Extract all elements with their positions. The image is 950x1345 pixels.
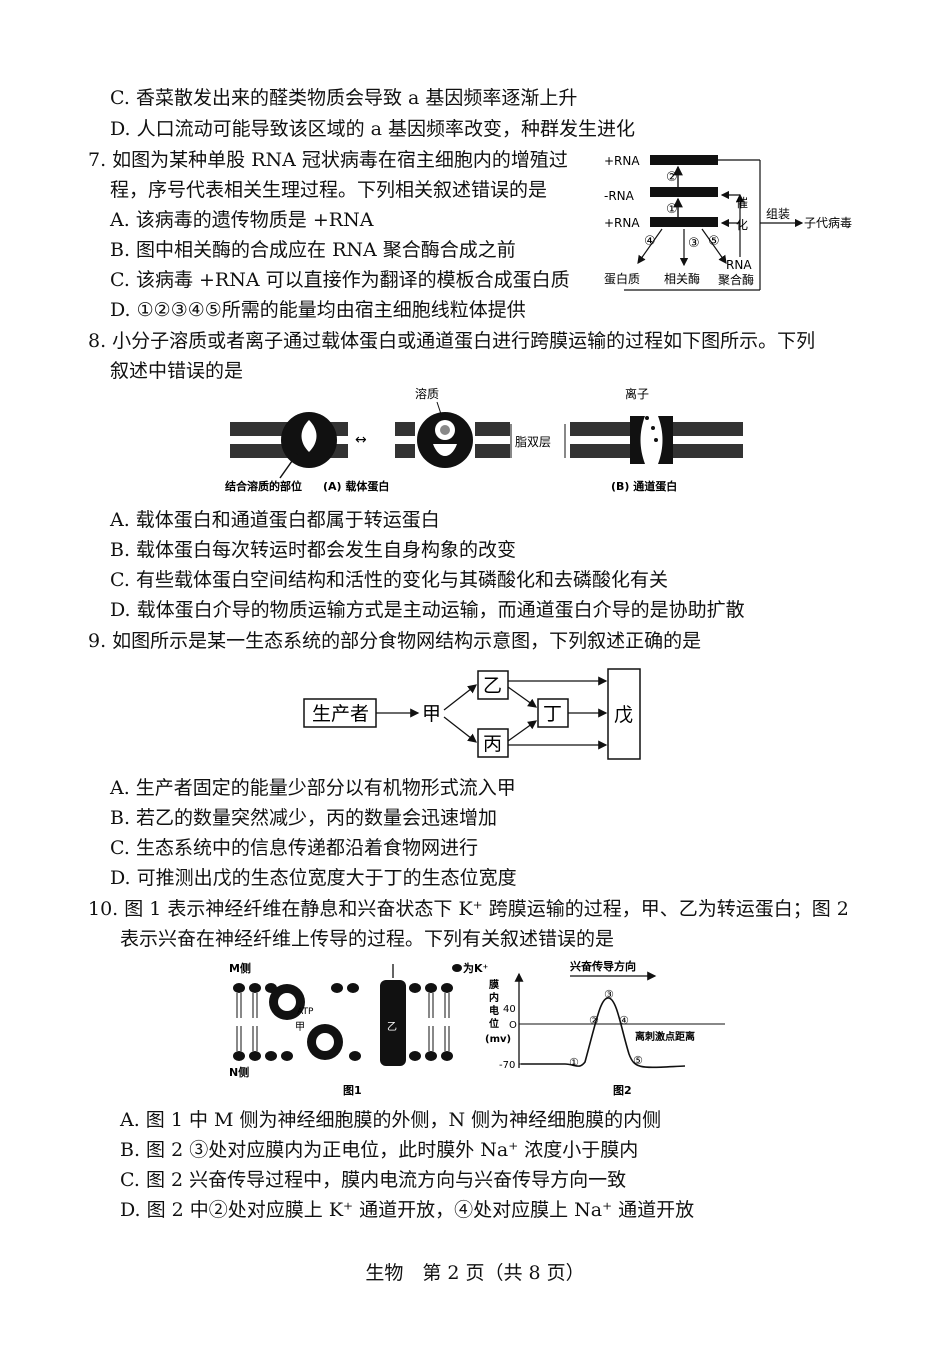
caption-b: (B) 通道蛋白 <box>611 479 677 493</box>
yi-label: 乙 <box>387 1021 397 1033</box>
catalyze-1: 催 <box>736 196 748 210</box>
process-1: ① <box>666 202 678 217</box>
atp-label: ATP <box>297 1007 314 1017</box>
jia-label: 甲 <box>295 1022 305 1033</box>
ding-box <box>537 698 569 728</box>
direction-label: 兴奋传导方向 <box>570 959 636 973</box>
m-side-label: M侧 <box>229 961 251 975</box>
unit-label: (mv) <box>485 1034 511 1045</box>
yi-label: 乙 <box>483 675 502 697</box>
assembly-label: 组装 <box>766 207 790 221</box>
solute-label: 溶质 <box>415 386 439 401</box>
q10-stem-2: 表示兴奋在神经纤维上传导的过程。下列有关叙述错误的是 <box>120 928 615 950</box>
fig1-caption: 图1 <box>343 1084 362 1097</box>
q8-stem-1: 8. 小分子溶质或者离子通过载体蛋白或通道蛋白进行跨膜运输的过程如下图所示。下列 <box>88 330 816 352</box>
q7-stem-2: 程，序号代表相关生理过程。下列相关叙述错误的是 <box>110 179 548 201</box>
phospholipid-row-bottom <box>233 1051 453 1061</box>
q10-option-d: D. 图 2 中②处对应膜上 K⁺ 通道开放，④处对应膜上 Na⁺ 通道开放 <box>120 1199 695 1221</box>
membrane-a2 <box>395 412 510 468</box>
progeny-virus-label: 子代病毒 <box>804 215 852 230</box>
xlabel: 离刺激点距离 <box>635 1030 695 1043</box>
q8-transport-figure: ↔ 溶质 脂双层 离子 结合溶质的部位 (A) 载体 <box>225 386 743 493</box>
ylabel-3: 电 <box>489 1004 499 1017</box>
rna-top-bar <box>650 155 718 165</box>
page-footer: 生物 第 2 页（共 8 页） <box>365 1262 585 1284</box>
rna-bot-bar <box>650 217 718 227</box>
q10-stem-1: 10. 图 1 表示神经纤维在静息和兴奋状态下 K⁺ 跨膜运输的过程，甲、乙为转… <box>88 898 849 920</box>
q9-option-a: A. 生产者固定的能量少部分以有机物形式流入甲 <box>110 777 516 799</box>
equilibrium-arrow: ↔ <box>355 432 367 448</box>
lipid-bilayer-label: 脂双层 <box>515 434 551 449</box>
phospholipid-row-top <box>233 983 453 993</box>
q7-option-d: D. ①②③④⑤所需的能量均由宿主细胞线粒体提供 <box>110 299 526 321</box>
q8-option-b: B. 载体蛋白每次转运时都会发生自身构象的改变 <box>110 539 517 561</box>
point-3: ③ <box>604 988 614 1001</box>
caption-a: (A) 载体蛋白 <box>323 479 389 493</box>
point-4: ④ <box>619 1014 629 1027</box>
protein-label: 蛋白质 <box>604 271 640 286</box>
membrane-a <box>230 412 348 479</box>
wu-label: 戊 <box>614 704 633 726</box>
process-2: ② <box>666 170 678 185</box>
q9-option-b: B. 若乙的数量突然减少，丙的数量会迅速增加 <box>110 807 498 829</box>
rna-poly-label-2: 聚合酶 <box>718 272 754 287</box>
rna-top-label: +RNA <box>604 154 640 168</box>
point-1: ① <box>569 1056 579 1069</box>
n-side-label: N侧 <box>229 1065 249 1079</box>
process-3: ③ <box>688 236 700 251</box>
process-4: ④ <box>644 234 656 249</box>
q7-option-a: A. 该病毒的遗传物质是 +RNA <box>110 209 374 231</box>
bing-box <box>477 728 509 758</box>
q7-virus-figure: +RNA -RNA +RNA ② ① ④ ③ ⑤ 蛋白质 相关酶 RNA 聚合酶… <box>604 154 852 291</box>
q6-option-c: C. 香菜散发出来的醛类物质会导致 a 基因频率逐渐上升 <box>110 87 578 109</box>
ylabel-4: 位 <box>489 1017 499 1030</box>
wu-box <box>607 668 641 760</box>
point-5: ⑤ <box>633 1054 643 1067</box>
tick-40: 40 <box>503 1004 516 1015</box>
q9-stem: 9. 如图所示是某一生态系统的部分食物网结构示意图，下列叙述正确的是 <box>88 630 702 652</box>
q9-option-d: D. 可推测出戊的生态位宽度大于丁的生态位宽度 <box>110 867 517 889</box>
enzyme-label: 相关酶 <box>664 271 700 286</box>
rna-mid-label: -RNA <box>604 189 635 203</box>
rna-bot-label: +RNA <box>604 216 640 230</box>
ding-label: 丁 <box>543 703 562 725</box>
producer-label: 生产者 <box>312 703 369 725</box>
q8-option-c: C. 有些载体蛋白空间结构和活性的变化与其磷酸化和去磷酸化有关 <box>110 569 668 591</box>
q7-stem-1: 7. 如图为某种单股 RNA 冠状病毒在宿主细胞内的增殖过 <box>88 149 568 171</box>
fig2-caption: 图2 <box>613 1084 632 1097</box>
catalyze-2: 化 <box>736 218 748 232</box>
action-potential-curve <box>521 997 686 1069</box>
q9-food-web-figure: 生产者 甲 乙 丙 丁 戊 <box>303 668 641 760</box>
rna-poly-label-1: RNA <box>726 258 752 272</box>
point-2: ② <box>589 1014 599 1027</box>
producer-box <box>303 698 377 728</box>
q8-option-d: D. 载体蛋白介导的物质运输方式是主动运输，而通道蛋白介导的是协助扩散 <box>110 599 745 621</box>
q7-option-b: B. 图中相关酶的合成应在 RNA 聚合酶合成之前 <box>110 239 516 261</box>
q10-option-b: B. 图 2 ③处对应膜内为正电位，此时膜外 Na⁺ 浓度小于膜内 <box>120 1139 639 1161</box>
process-5: ⑤ <box>708 234 720 249</box>
q8-stem-2: 叙述中错误的是 <box>110 360 244 382</box>
transporter-yi <box>380 980 406 1066</box>
ylabel-2: 内 <box>489 991 499 1004</box>
q9-option-c: C. 生态系统中的信息传递都沿着食物网进行 <box>110 837 478 859</box>
q6-option-d: D. 人口流动可能导致该区域的 a 基因频率改变，种群发生进化 <box>110 118 636 140</box>
ion-label: 离子 <box>625 386 649 401</box>
q7-option-c: C. 该病毒 +RNA 可以直接作为翻译的模板合成蛋白质 <box>110 269 570 291</box>
q10-option-a: A. 图 1 中 M 侧为神经细胞膜的外侧，N 侧为神经细胞膜的内侧 <box>120 1109 662 1131</box>
q10-figure-1: M侧 N侧 为K⁺ 甲 ATP 乙 <box>229 961 489 1097</box>
tick-minus70: -70 <box>499 1060 515 1071</box>
k-legend-label: 为K⁺ <box>463 961 489 975</box>
jia-label: 甲 <box>422 703 441 725</box>
binding-site-label: 结合溶质的部位 <box>225 479 302 493</box>
tick-0: O <box>509 1020 517 1031</box>
ylabel-1: 膜 <box>489 978 499 991</box>
yi-box <box>477 670 509 700</box>
q10-option-c: C. 图 2 兴奋传导过程中，膜内电流方向与兴奋传导方向一致 <box>120 1169 627 1191</box>
bing-label: 丙 <box>483 733 502 755</box>
membrane-b <box>570 416 743 464</box>
rna-mid-bar <box>650 187 718 197</box>
q8-option-a: A. 载体蛋白和通道蛋白都属于转运蛋白 <box>110 509 440 531</box>
q10-figure-2: 兴奋传导方向 膜 内 电 位 (mv) 40 O -70 离刺激点距离 ① ② … <box>485 959 725 1097</box>
